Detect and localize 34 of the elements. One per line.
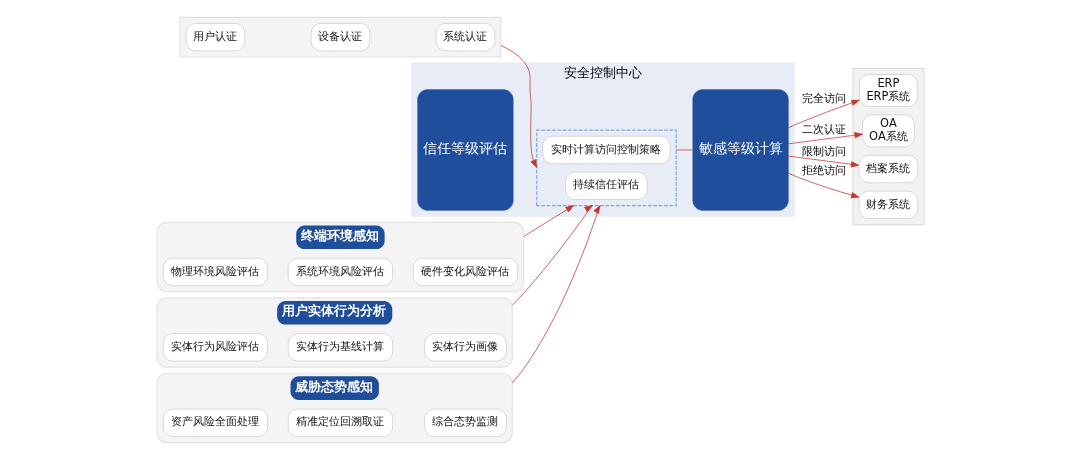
node-box: 实体行为画像 — [423, 333, 507, 362]
node-box: 精准定位回溯取证 — [287, 408, 393, 437]
edge-label: 完全访问 — [801, 90, 846, 105]
arrow — [522, 205, 574, 237]
edge-label: 拒绝访问 — [801, 163, 846, 178]
node-box: 设备认证 — [310, 23, 370, 52]
node-box: 资产风险全面处理 — [162, 408, 268, 437]
node-box: 系统环境风险评估 — [287, 257, 393, 286]
arrow — [787, 132, 863, 145]
node-box: 持续信任评估 — [564, 171, 648, 200]
edge-label: 限制访问 — [801, 143, 846, 158]
arrow — [787, 99, 860, 129]
arrow — [787, 172, 859, 199]
arrow — [511, 205, 593, 306]
arrow — [787, 155, 859, 168]
node-box: 实时计算访问控制策略 — [541, 135, 670, 165]
node-box: 实体行为基线计算 — [287, 333, 393, 362]
edge-label: 二次认证 — [801, 122, 846, 137]
cluster — [535, 129, 677, 207]
node-box: ERP ERP系统 — [858, 74, 918, 107]
node-box: 物理环境风险评估 — [162, 257, 268, 286]
node-box: 硬件变化风险评估 — [412, 257, 518, 286]
node-box: 综合态势监测 — [423, 408, 507, 437]
arrow — [500, 45, 537, 168]
node-box: OA OA系统 — [861, 114, 915, 148]
node-box: 系统认证 — [435, 23, 495, 52]
node-box: 档案系统 — [858, 154, 918, 184]
node-box: 敏感等级计算 — [692, 89, 789, 211]
node-box: 财务系统 — [858, 190, 918, 219]
node-box: 用户认证 — [185, 23, 245, 52]
arrow — [511, 205, 600, 384]
node-box: 实体行为风险评估 — [162, 333, 268, 362]
cluster — [178, 16, 501, 58]
node-box: 信任等级评估 — [416, 89, 513, 211]
